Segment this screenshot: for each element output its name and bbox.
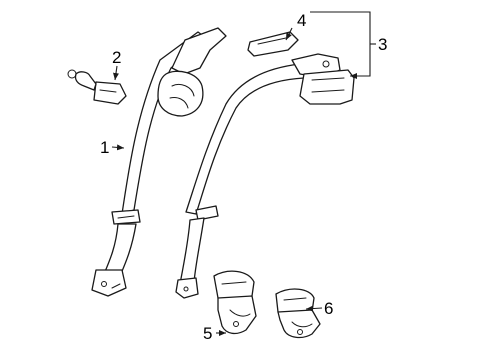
leader-6 — [305, 305, 323, 312]
callout-3: 3 — [378, 35, 387, 54]
leader-lines — [111, 11, 376, 336]
latch-tag-part — [67, 69, 127, 105]
callout-2: 2 — [112, 48, 121, 67]
leader-2 — [113, 65, 119, 81]
callouts: 1 2 3 4 5 6 — [100, 11, 387, 343]
callout-5: 5 — [203, 324, 212, 343]
belt-assembly-left — [91, 27, 227, 297]
callout-6: 6 — [324, 299, 333, 318]
retractor-cover-part — [247, 31, 299, 57]
buckle-part-5 — [213, 270, 257, 335]
callout-1: 1 — [100, 138, 109, 157]
leader-1 — [111, 144, 125, 151]
buckle-part-6 — [275, 288, 321, 339]
belt-assembly-right — [175, 53, 355, 299]
callout-4: 4 — [297, 11, 306, 30]
leader-4 — [285, 27, 293, 41]
